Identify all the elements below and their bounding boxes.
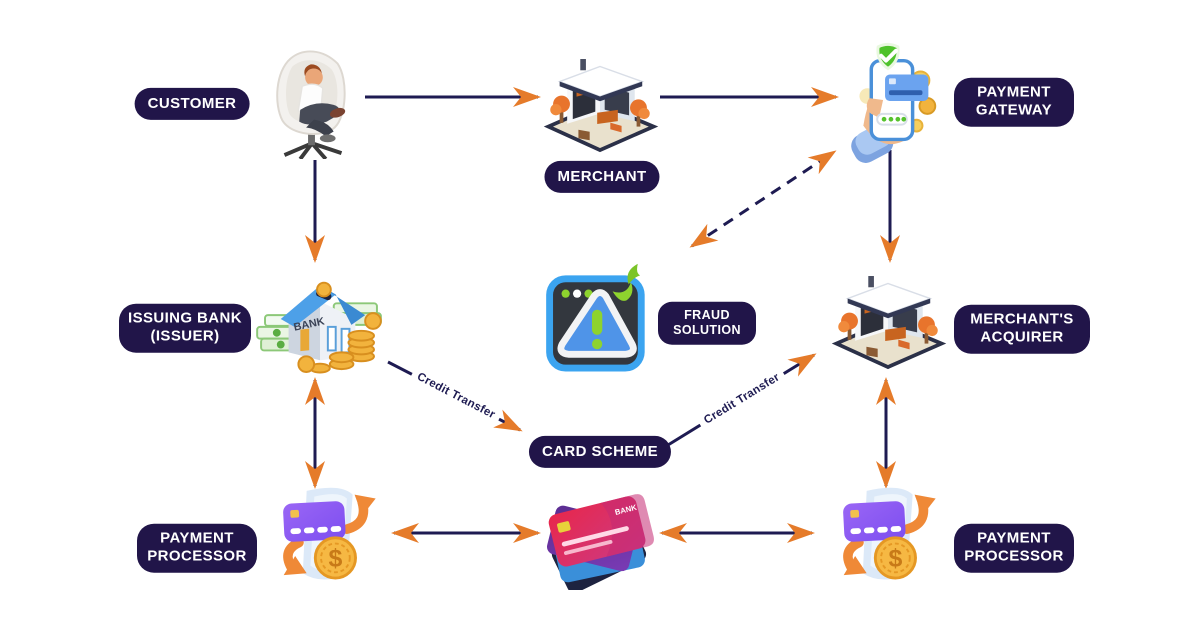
arrow-gateway-fraud-dashed bbox=[689, 150, 837, 248]
merchant-label: MERCHANT bbox=[544, 160, 660, 194]
payment-gateway-illustration bbox=[851, 42, 937, 163]
dollar-sign-text: $ bbox=[328, 545, 342, 573]
merchants-acquirer-label: MERCHANT'S ACQUIRER bbox=[954, 304, 1090, 354]
card-scheme-label: CARD SCHEME bbox=[528, 435, 672, 469]
issuing-bank-label: ISSUING BANK (ISSUER) bbox=[119, 303, 251, 353]
payment-processor-right-label: PAYMENT PROCESSOR bbox=[954, 523, 1074, 573]
customer-illustration bbox=[276, 50, 346, 159]
payment-processor-right-illustration: $ bbox=[843, 487, 936, 580]
customer-label: CUSTOMER bbox=[134, 87, 250, 121]
issuing-bank-illustration: BANK bbox=[256, 281, 382, 374]
fraud-solution-label: FRAUD SOLUTION bbox=[658, 301, 756, 345]
merchants-acquirer-illustration bbox=[831, 276, 947, 370]
fraud-solution-illustration bbox=[546, 263, 645, 372]
merchant-illustration bbox=[543, 59, 659, 153]
payment-processor-left-label: PAYMENT PROCESSOR bbox=[137, 523, 257, 573]
card-scheme-cards-illustration: BANK bbox=[546, 494, 654, 590]
dollar-sign-text: $ bbox=[888, 545, 902, 573]
coin-stacks bbox=[297, 312, 382, 374]
payment-gateway-label: PAYMENT GATEWAY bbox=[954, 77, 1074, 127]
payment-processor-left-illustration: $ bbox=[283, 487, 376, 580]
